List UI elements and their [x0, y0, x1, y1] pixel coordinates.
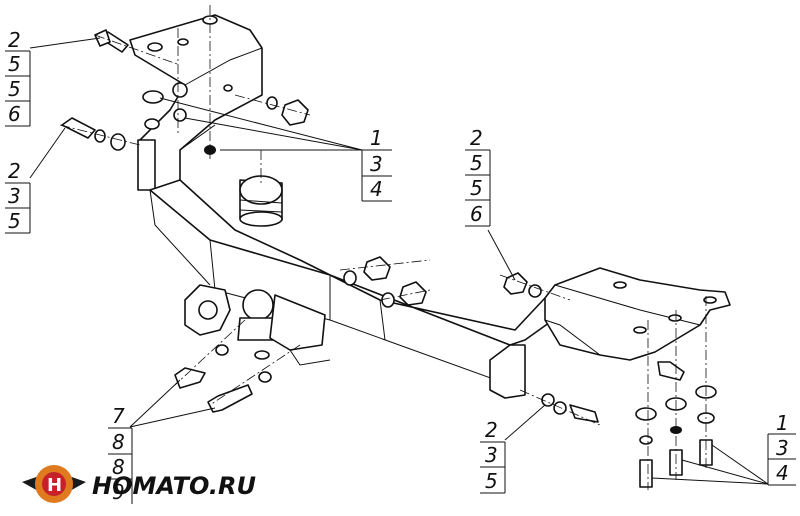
callout-label: 5 — [470, 176, 483, 200]
callout-label: 7 — [112, 404, 125, 428]
logo-text: HOMATO.RU — [92, 472, 256, 500]
callout-label: 6 — [8, 102, 21, 126]
crossbeam — [129, 14, 731, 399]
callout-label: 3 — [8, 184, 21, 208]
callout-label: 3 — [776, 436, 789, 460]
callout-right-upper: 2 5 5 6 — [465, 126, 491, 227]
callout-label: 2 — [8, 159, 21, 183]
callout-bottom-center: 2 3 5 — [480, 418, 506, 494]
brand-logo: H HOMATO.RU — [22, 465, 256, 503]
callout-bottom-right: 1 3 4 — [767, 411, 796, 486]
callout-label: 4 — [776, 461, 789, 485]
callout-label: 5 — [8, 77, 21, 101]
callout-label: 2 — [8, 28, 21, 52]
callout-label: 6 — [470, 202, 483, 226]
callout-label: 9 — [112, 480, 125, 504]
callout-label: 3 — [370, 152, 383, 176]
callout-label: 5 — [8, 52, 21, 76]
leader-lines — [29, 37, 769, 485]
axis-lines — [59, 5, 707, 490]
callout-label: 5 — [470, 151, 483, 175]
callout-label: 1 — [776, 411, 789, 435]
callout-label: 5 — [485, 469, 498, 493]
callout-label: 3 — [485, 443, 498, 467]
callout-label: 5 — [8, 209, 21, 233]
callout-label: 4 — [370, 177, 383, 201]
logo-center — [42, 472, 66, 496]
callout-top-left-bolt: 2 5 5 6 — [5, 28, 31, 127]
callout-label: 8 — [112, 430, 125, 454]
fasteners — [61, 29, 717, 488]
callout-label: 2 — [485, 418, 498, 442]
callout-label: 2 — [470, 126, 483, 150]
callout-bottom-left: 7 8 8 9 — [108, 404, 133, 504]
logo-h-mark: H — [47, 475, 62, 496]
callout-left-bolt: 2 3 5 — [5, 159, 31, 234]
callout-top-center: 1 3 4 — [361, 126, 392, 202]
callout-label: 8 — [112, 455, 125, 479]
callout-label: 1 — [370, 126, 383, 150]
